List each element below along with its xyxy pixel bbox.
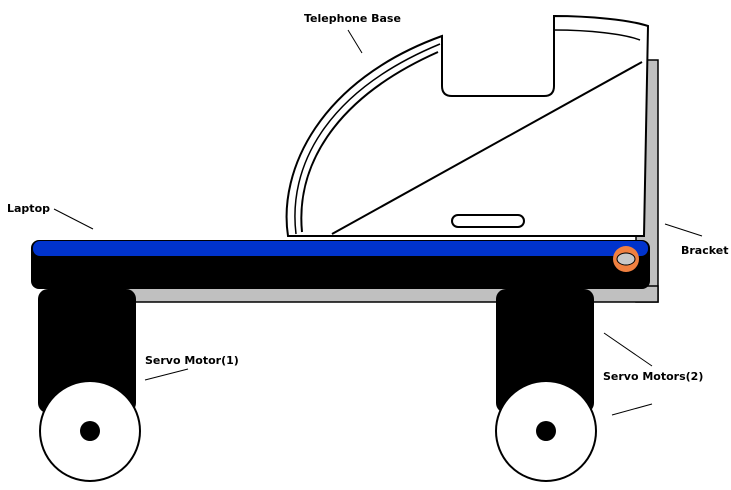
laptop [31,240,650,289]
telephone-base-second-curve [294,43,441,235]
label-bracket: Bracket [681,244,729,257]
telephone-base-slot [451,214,525,228]
laptop-connector-center [616,252,636,266]
servo-motor-left-body [38,289,136,413]
telephone-base-diagonal [331,61,643,235]
leader-servo-motors-2-a [603,332,653,367]
laptop-lid [33,241,648,256]
telephone-handset-rim [553,29,641,41]
label-telephone-base: Telephone Base [304,12,401,25]
leader-laptop [53,208,94,230]
telephone-base [285,14,650,237]
telephone-base-body [285,14,650,237]
servo-motor-left [38,289,141,482]
label-laptop: Laptop [7,202,50,215]
label-servo-motors-2: Servo Motors(2) [603,370,703,383]
leader-servo-motor-1 [144,368,189,381]
axle-right [536,421,556,441]
servo-motor-right [495,289,597,482]
label-servo-motor-1: Servo Motor(1) [145,354,239,367]
leader-servo-motors-2-b [611,403,653,416]
leader-bracket [664,223,703,237]
leader-telephone-base [347,29,363,54]
servo-motor-right-body [496,289,594,413]
axle-left [80,421,100,441]
telephone-base-inner-curve [300,51,439,233]
